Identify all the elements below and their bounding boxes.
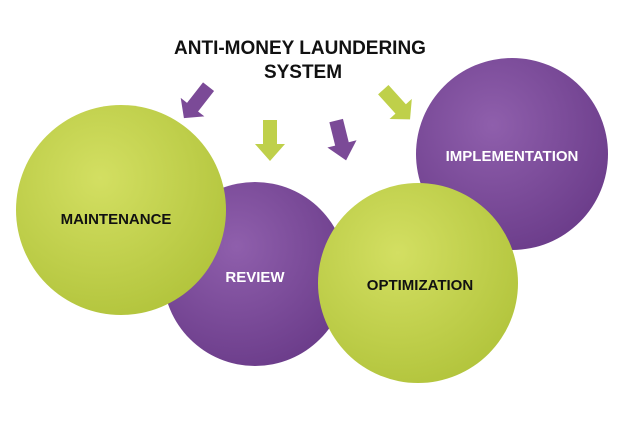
diagram-title-line1: ANTI-MONEY LAUNDERING bbox=[174, 38, 426, 59]
stage-label-implementation: IMPLEMENTATION bbox=[446, 148, 579, 165]
stage-label-optimization: OPTIMIZATION bbox=[367, 277, 473, 294]
arrow-down-icon bbox=[255, 120, 285, 161]
arrow-down-icon bbox=[327, 118, 357, 161]
arrow-down-left-icon bbox=[180, 82, 215, 119]
diagram-title-line2: SYSTEM bbox=[264, 62, 342, 83]
stage-label-review: REVIEW bbox=[225, 269, 285, 286]
arrow-down-right-icon bbox=[378, 84, 412, 120]
stage-label-maintenance: MAINTENANCE bbox=[61, 211, 172, 228]
maintenance-circle bbox=[16, 105, 226, 315]
optimization-circle bbox=[318, 183, 518, 383]
